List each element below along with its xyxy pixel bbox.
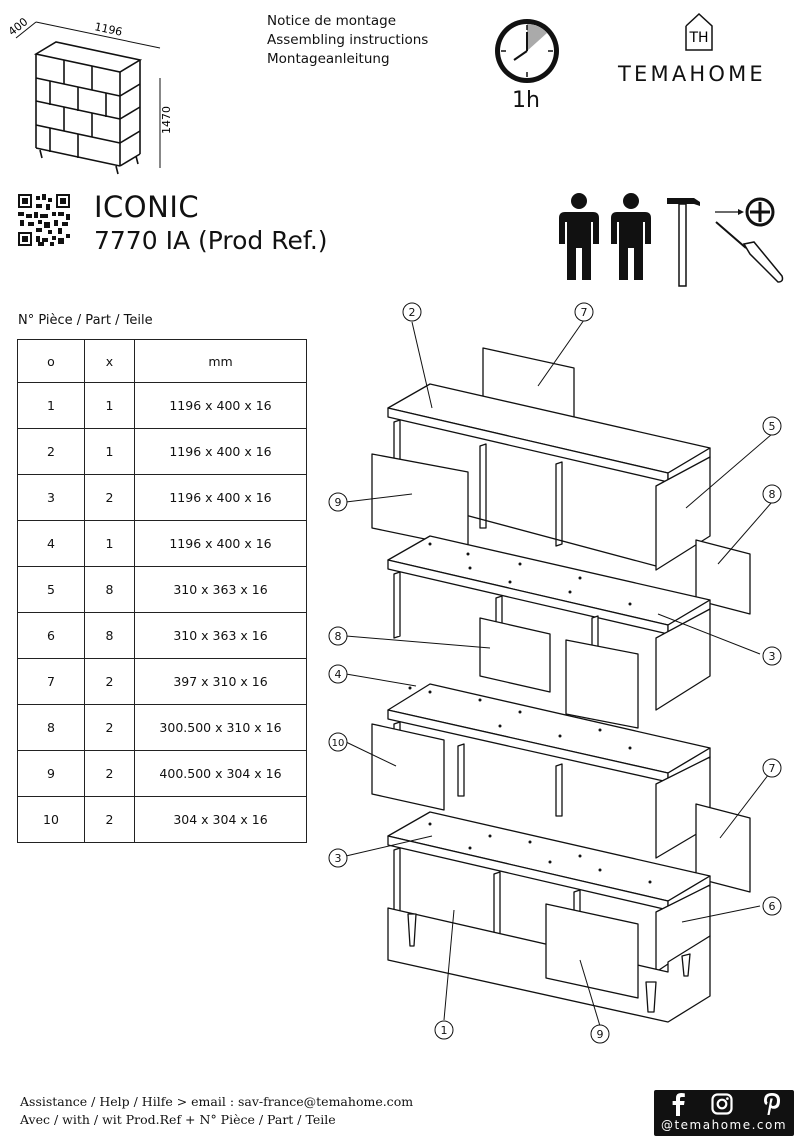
part-number: 7 bbox=[17, 658, 85, 705]
brand-name: TEMAHOME bbox=[618, 62, 766, 86]
callout-label: 8 bbox=[769, 488, 776, 501]
hammer-icon bbox=[667, 198, 700, 287]
part-qty: 2 bbox=[84, 796, 135, 843]
pinterest-icon[interactable] bbox=[762, 1092, 782, 1116]
part-qty: 2 bbox=[84, 704, 135, 751]
temahome-house-icon: TH bbox=[685, 12, 713, 51]
social-handle: @temahome.com bbox=[660, 1118, 788, 1132]
callout-label: 7 bbox=[769, 762, 776, 775]
width-label: 1196 bbox=[93, 20, 123, 39]
part-size: 300.500 x 310 x 16 bbox=[134, 704, 307, 751]
callout-label: 1 bbox=[441, 1024, 448, 1037]
callout-label: 5 bbox=[769, 420, 776, 433]
callout-label: 4 bbox=[335, 668, 342, 681]
part-size: 1196 x 400 x 16 bbox=[134, 382, 307, 429]
help-line-1: Assistance / Help / Hilfe > email : sav-… bbox=[20, 1094, 414, 1109]
callout-label: 3 bbox=[769, 650, 776, 663]
part-number: 5 bbox=[17, 566, 85, 613]
callout-label: 10 bbox=[332, 738, 345, 749]
part-size: 1196 x 400 x 16 bbox=[134, 474, 307, 521]
help-line-2: Avec / with / wit Prod.Ref + N° Pièce / … bbox=[20, 1112, 336, 1127]
product-ref: 7770 IA (Prod Ref.) bbox=[94, 226, 328, 255]
product-name: ICONIC bbox=[94, 190, 200, 224]
screwdriver-icon bbox=[715, 197, 784, 283]
part-number: 3 bbox=[17, 474, 85, 521]
part-size: 1196 x 400 x 16 bbox=[134, 428, 307, 475]
two-people-icon bbox=[559, 193, 651, 280]
notice-de: Montageanleitung bbox=[267, 51, 390, 67]
part-size: 400.500 x 304 x 16 bbox=[134, 750, 307, 797]
callout-label: 8 bbox=[335, 630, 342, 643]
part-size: 310 x 363 x 16 bbox=[134, 566, 307, 613]
parts-heading: N° Pièce / Part / Teile bbox=[18, 313, 153, 328]
callout-label: 6 bbox=[769, 900, 776, 913]
table-header-row: o x mm bbox=[17, 339, 307, 383]
part-size: 397 x 310 x 16 bbox=[134, 658, 307, 705]
part-size: 304 x 304 x 16 bbox=[134, 796, 307, 843]
part-size: 1196 x 400 x 16 bbox=[134, 520, 307, 567]
brand-monogram: TH bbox=[688, 30, 708, 46]
callout-label: 9 bbox=[335, 496, 342, 509]
instagram-icon[interactable] bbox=[711, 1093, 733, 1115]
notice-text: Notice de montage Assembling instruction… bbox=[267, 12, 428, 69]
column-header: o bbox=[17, 339, 85, 383]
part-number: 4 bbox=[17, 520, 85, 567]
part-qty: 8 bbox=[84, 566, 135, 613]
height-label: 1470 bbox=[160, 106, 173, 134]
callout-label: 9 bbox=[597, 1028, 604, 1041]
part-qty: 1 bbox=[84, 520, 135, 567]
part-qty: 8 bbox=[84, 612, 135, 659]
clock-icon bbox=[495, 19, 559, 83]
part-qty: 2 bbox=[84, 750, 135, 797]
part-number: 6 bbox=[17, 612, 85, 659]
dimension-drawing: 400 1196 1470 bbox=[10, 15, 173, 175]
part-qty: 2 bbox=[84, 658, 135, 705]
part-number: 10 bbox=[17, 796, 85, 843]
callout-label: 7 bbox=[581, 306, 588, 319]
assembly-time: 1h bbox=[512, 88, 540, 113]
qr-code-icon bbox=[18, 194, 70, 246]
exploded-assembly-diagram: 2 7 5 9 8 3 8 4 10 7 3 6 1 9 bbox=[328, 302, 782, 1044]
callout-label: 2 bbox=[409, 306, 416, 319]
part-number: 1 bbox=[17, 382, 85, 429]
column-header: x bbox=[84, 339, 135, 383]
part-number: 9 bbox=[17, 750, 85, 797]
part-size: 310 x 363 x 16 bbox=[134, 612, 307, 659]
part-number: 2 bbox=[17, 428, 85, 475]
notice-fr: Notice de montage bbox=[267, 13, 396, 29]
part-qty: 2 bbox=[84, 474, 135, 521]
notice-en: Assembling instructions bbox=[267, 32, 429, 48]
part-qty: 1 bbox=[84, 428, 135, 475]
part-number: 8 bbox=[17, 704, 85, 751]
facebook-icon[interactable] bbox=[668, 1092, 690, 1116]
callout-label: 3 bbox=[335, 852, 342, 865]
part-qty: 1 bbox=[84, 382, 135, 429]
column-header: mm bbox=[134, 339, 307, 383]
